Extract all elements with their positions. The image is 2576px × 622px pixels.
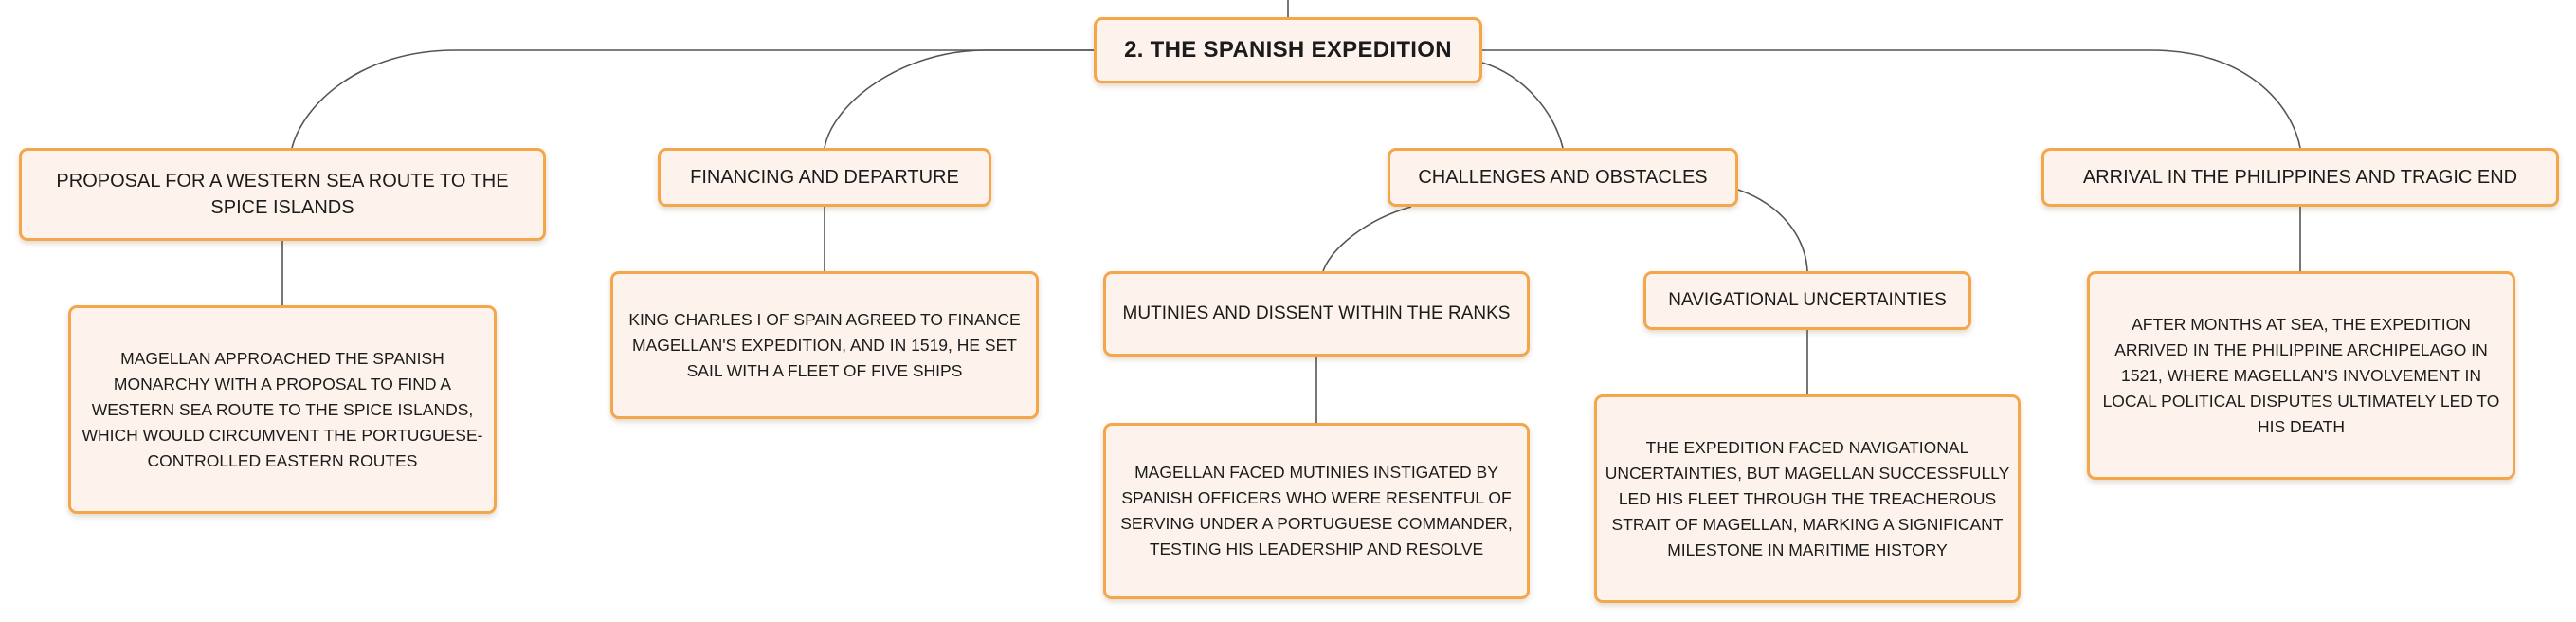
topic-node-proposal[interactable]: PROPOSAL FOR A WESTERN SEA ROUTE TO THE …: [19, 148, 546, 241]
detail-text-arrival: AFTER MONTHS AT SEA, THE EXPEDITION ARRI…: [2102, 314, 2500, 436]
detail-node-mutinies[interactable]: MAGELLAN FACED MUTINIES INSTIGATED BY SP…: [1103, 423, 1530, 599]
topic-node-challenges[interactable]: CHALLENGES AND OBSTACLES: [1388, 148, 1738, 207]
detail-node-proposal[interactable]: MAGELLAN APPROACHED THE SPANISH MONARCHY…: [68, 305, 497, 514]
connector-challenges-navigational: [1737, 189, 1808, 272]
connector-root-challenges: [1481, 62, 1564, 149]
detail-text-proposal: MAGELLAN APPROACHED THE SPANISH MONARCHY…: [82, 348, 483, 470]
detail-node-arrival[interactable]: AFTER MONTHS AT SEA, THE EXPEDITION ARRI…: [2087, 271, 2515, 480]
root-node[interactable]: 2. THE SPANISH EXPEDITION: [1094, 17, 1482, 83]
detail-text-financing: KING CHARLES I OF SPAIN AGREED TO FINANC…: [628, 309, 1021, 380]
topic-node-financing[interactable]: FINANCING AND DEPARTURE: [658, 148, 991, 207]
topic-label-challenges: CHALLENGES AND OBSTACLES: [1418, 167, 1708, 188]
subtopic-label-navigational: NAVIGATIONAL UNCERTAINTIES: [1668, 290, 1947, 310]
connector-challenges-mutinies: [1322, 206, 1412, 272]
topic-node-arrival[interactable]: ARRIVAL IN THE PHILIPPINES AND TRAGIC EN…: [2041, 148, 2559, 207]
subtopic-label-mutinies: MUTINIES AND DISSENT WITHIN THE RANKS: [1122, 303, 1511, 323]
root-label: 2. THE SPANISH EXPEDITION: [1124, 37, 1452, 63]
topic-label-financing: FINANCING AND DEPARTURE: [690, 167, 959, 188]
subtopic-node-mutinies[interactable]: MUTINIES AND DISSENT WITHIN THE RANKS: [1103, 271, 1530, 357]
connector-root-proposal: [291, 49, 1094, 149]
detail-text-mutinies: MAGELLAN FACED MUTINIES INSTIGATED BY SP…: [1120, 463, 1513, 558]
topic-label-proposal: PROPOSAL FOR A WESTERN SEA ROUTE TO THE …: [56, 171, 509, 218]
detail-node-navigational[interactable]: THE EXPEDITION FACED NAVIGATIONAL UNCERT…: [1594, 394, 2021, 603]
detail-text-navigational: THE EXPEDITION FACED NAVIGATIONAL UNCERT…: [1605, 437, 2010, 559]
detail-node-financing[interactable]: KING CHARLES I OF SPAIN AGREED TO FINANC…: [610, 271, 1039, 419]
subtopic-node-navigational[interactable]: NAVIGATIONAL UNCERTAINTIES: [1643, 271, 1971, 330]
connector-root-financing: [824, 49, 1094, 149]
topic-label-arrival: ARRIVAL IN THE PHILIPPINES AND TRAGIC EN…: [2082, 167, 2518, 188]
connector-root-arrival: [1482, 49, 2301, 149]
